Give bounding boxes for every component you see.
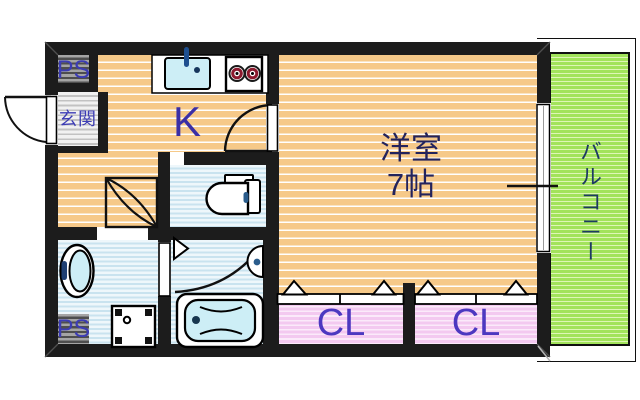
- sliding-window-icon: [507, 103, 558, 253]
- wall: [403, 283, 415, 344]
- wall: [89, 55, 98, 92]
- bathroom-door-icon: [158, 236, 264, 297]
- wall: [45, 42, 550, 55]
- closet-right-floor: [415, 303, 537, 344]
- toilet-icon: [205, 174, 261, 216]
- closet-bifold-triangle-icon: [502, 279, 530, 296]
- pipe-space-top-box: [58, 55, 89, 86]
- closet-bifold-triangle-icon: [280, 279, 309, 296]
- closet-bifold-doors: [276, 279, 538, 305]
- balcony-floor: [549, 52, 630, 346]
- balcony-corner-bevel: [537, 345, 551, 362]
- wall: [58, 146, 98, 153]
- kitchen-counter: [151, 47, 269, 94]
- closet-bifold-triangle-icon: [414, 279, 442, 296]
- room-swing-door-icon: [223, 103, 279, 153]
- closet-left-floor: [279, 303, 403, 344]
- kitchen-sink-icon: [164, 47, 211, 90]
- wall: [58, 83, 98, 92]
- wall: [158, 152, 266, 165]
- bathtub-icon: [175, 292, 265, 349]
- wall-corner-bevels: [44, 41, 551, 358]
- wall: [98, 92, 108, 153]
- entrance-floor: [58, 92, 98, 146]
- entrance-swing-door-icon: [4, 95, 58, 145]
- washbasin-icon: [59, 243, 95, 299]
- wall: [266, 55, 279, 104]
- washing-machine-pan-icon: [110, 304, 157, 349]
- wall: [45, 344, 550, 357]
- folding-door-opening: [97, 227, 148, 240]
- main-room-floor: [279, 55, 537, 295]
- folding-door-icon: [104, 176, 159, 229]
- toilet-door-opening: [170, 152, 184, 165]
- closet-bifold-triangle-icon: [370, 279, 398, 296]
- wall: [263, 240, 279, 344]
- pipe-space-bottom-box: [58, 314, 89, 344]
- gas-stove-two-burner-icon: [224, 55, 264, 93]
- wall: [158, 152, 170, 240]
